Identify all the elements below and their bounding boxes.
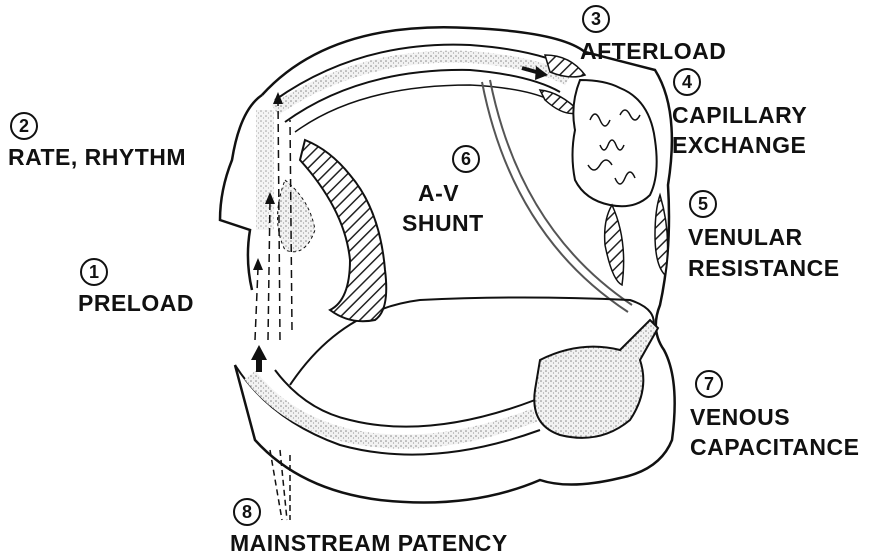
mainstream-patency-label: MAINSTREAM PATENCY [230, 530, 508, 556]
preload-label: PRELOAD [78, 290, 194, 316]
capillary-exchange-label-line1: CAPILLARY [672, 102, 807, 128]
label-number-6: 6 [452, 145, 480, 173]
afterload-label: AFTERLOAD [580, 38, 726, 64]
venule-sphincter-2 [605, 205, 624, 285]
label-number-8: 8 [233, 498, 261, 526]
venous-capacitance-label-line1: VENOUS [690, 404, 790, 430]
label-number-5: 5 [689, 190, 717, 218]
venous-reservoir [534, 320, 658, 438]
av-shunt-label-line1: A-V [418, 180, 459, 206]
preload-arrowhead [251, 345, 267, 360]
rate-rhythm-label: RATE, RHYTHM [8, 144, 186, 170]
ventricle-stipple [278, 180, 316, 252]
label-number-1: 1 [80, 258, 108, 286]
venous-tube-fill [250, 375, 535, 442]
flow-arrowhead-3 [273, 92, 283, 104]
venule-sphincter [655, 195, 668, 275]
venular-resistance-label-line2: RESISTANCE [688, 255, 840, 281]
flow-arrowhead-1 [253, 258, 263, 270]
venular-resistance-label-line1: VENULAR [688, 224, 803, 250]
label-number-2: 2 [10, 112, 38, 140]
av-shunt-label-line2: SHUNT [402, 210, 484, 236]
label-number-7: 7 [695, 370, 723, 398]
arterial-tube-inner-2 [295, 85, 550, 132]
venous-capacitance-label-line2: CAPACITANCE [690, 434, 859, 460]
capillary-exchange-label-line2: EXCHANGE [672, 132, 806, 158]
label-number-3: 3 [582, 5, 610, 33]
heart-outline [220, 95, 262, 290]
label-number-4: 4 [673, 68, 701, 96]
atrium-stipple [256, 110, 274, 230]
